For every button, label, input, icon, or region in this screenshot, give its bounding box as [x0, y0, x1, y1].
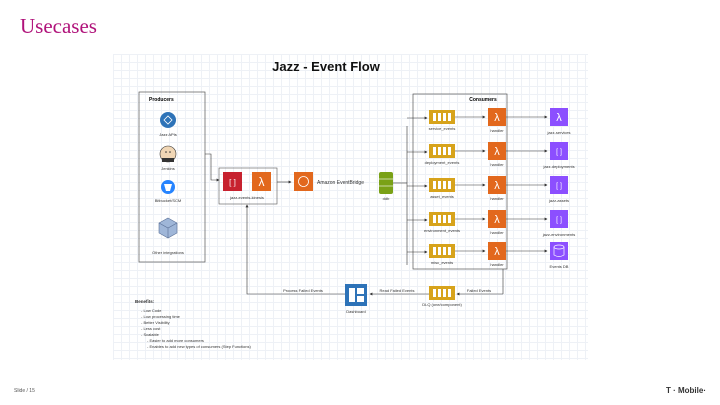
handler-label: handler [490, 196, 504, 201]
lambda-icon: λ [488, 108, 506, 126]
handler-label: handler [490, 128, 504, 133]
handler-label: handler [490, 230, 504, 235]
benefits-heading: Benefits: [135, 299, 155, 304]
consumers-group [412, 93, 508, 270]
queue-label: service_events [429, 126, 456, 131]
svg-text:λ: λ [494, 246, 500, 258]
benefit-item: - Less cost [141, 326, 161, 331]
dlq-queue-icon [429, 286, 455, 300]
read-failed-events-label: Read Failed Events [380, 288, 415, 293]
queue-label: environment_events [424, 228, 460, 233]
lambda-icon: λ [488, 242, 506, 260]
sqs-queue-icon [429, 110, 455, 124]
svg-text:λ: λ [494, 112, 500, 124]
store-label: ddb [383, 196, 390, 201]
consumers-heading: Consumers [469, 97, 497, 103]
target-label: jazz-deployments [542, 164, 574, 169]
svg-text:[ ]: [ ] [556, 217, 562, 224]
process-failed-events-label: Process Failed Events [283, 288, 323, 293]
sqs-queue-icon [429, 144, 455, 158]
benefit-item: - Better Visibility [141, 320, 170, 325]
bitbucket-icon [161, 180, 175, 194]
svg-text:[ ]: [ ] [556, 149, 562, 156]
producer-label: Bitbucket/SCM [155, 198, 181, 203]
router-group [218, 167, 278, 205]
target-label: jazz-services [546, 130, 570, 135]
event-flow-diagram: Jazz - Event Flow Producers Jazz APIs Je… [113, 54, 588, 360]
producers-to-router-arrow [205, 153, 220, 182]
producers-heading: Producers [149, 97, 174, 103]
queue-label: misc_events [431, 260, 453, 265]
lambda-icon: λ [488, 210, 506, 228]
target-label: jazz-assets [548, 198, 569, 203]
integrations-cube-icon [158, 217, 178, 239]
handler-label: handler [490, 262, 504, 267]
producer-label: Jazz APIs [159, 132, 177, 137]
slide-footer: Slide / 15 [14, 388, 35, 394]
jenkins-icon [159, 145, 177, 163]
target-kinesis-icon: [ ] [550, 210, 568, 228]
brand-logo: T · Mobile· [666, 386, 706, 395]
producer-label: Jenkins [161, 166, 175, 171]
dlq-label: DLQ (one/component) [422, 302, 462, 307]
sqs-queue-icon [429, 212, 455, 226]
svg-text:λ: λ [494, 214, 500, 226]
producer-label: Other integrations [152, 250, 184, 255]
kinesis-icon: [ ] [223, 172, 242, 191]
target-label: jazz-environments [542, 232, 575, 237]
lambda-icon: λ [488, 142, 506, 160]
svg-text:[ ]: [ ] [556, 183, 562, 190]
svg-text:λ: λ [494, 180, 500, 192]
target-label: Events DB [550, 264, 569, 269]
queue-label: deployment_events [425, 160, 460, 165]
sqs-queue-icon [429, 244, 455, 258]
eventbridge-label: Amazon EventBridge [317, 180, 364, 186]
events-db-icon [550, 242, 568, 260]
failed-events-label: Failed Events [467, 288, 491, 293]
target-lambda-icon: λ [550, 108, 568, 126]
store-icon [379, 172, 393, 194]
eventbridge-icon [294, 172, 313, 191]
dashboard-icon [345, 284, 367, 306]
queue-label: asset_events [430, 194, 454, 199]
process-failed-events-arrow [245, 204, 345, 295]
target-kinesis-icon: [ ] [550, 142, 568, 160]
handler-label: handler [490, 162, 504, 167]
svg-text:[ ]: [ ] [229, 178, 236, 187]
svg-text:λ: λ [556, 112, 562, 124]
benefit-item: - Low processing time [141, 314, 181, 319]
svg-text:λ: λ [494, 146, 500, 158]
benefit-item: - Enables to add new types of consumers … [147, 344, 251, 349]
producers-group [138, 91, 206, 263]
svg-text:λ: λ [259, 175, 265, 189]
lambda-icon: λ [488, 176, 506, 194]
dashboard-label: Dashboard [346, 309, 366, 314]
slide-title: Usecases [20, 14, 97, 38]
lambda-icon: λ [252, 172, 271, 191]
sqs-queue-icon [429, 178, 455, 192]
benefit-item: - Scalable [141, 332, 160, 337]
target-kinesis-icon: [ ] [550, 176, 568, 194]
benefit-item: - Easier to add more consumers [147, 338, 204, 343]
benefit-item: - Low Code [141, 308, 162, 313]
api-gateway-icon [160, 112, 176, 128]
router-label: jazz-events-kinesis [229, 195, 264, 200]
diagram-title: Jazz - Event Flow [272, 59, 381, 74]
